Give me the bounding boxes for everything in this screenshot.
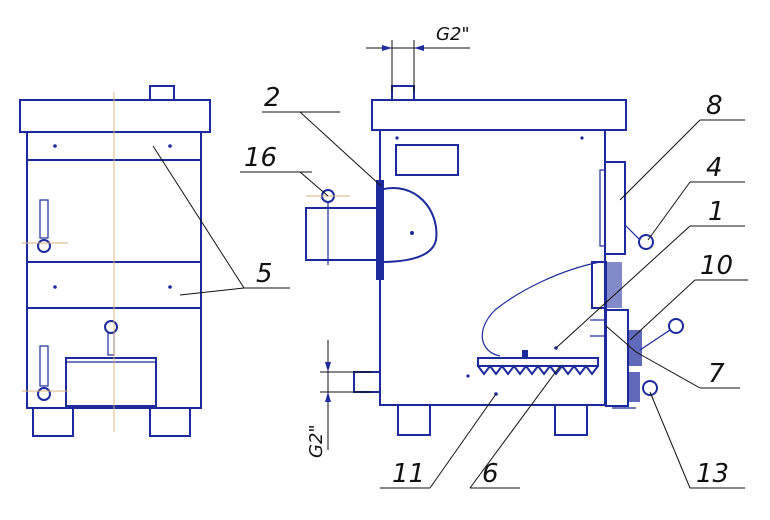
front-left-foot <box>32 407 74 437</box>
label-10: 10 <box>700 251 733 281</box>
side-dimension: G2" <box>306 340 372 458</box>
side-top-pipe <box>391 85 415 101</box>
front-upper-handle <box>37 199 51 253</box>
side-lower-door <box>590 309 684 409</box>
label-1: 1 <box>708 197 725 227</box>
label-7: 7 <box>708 359 725 389</box>
label-5: 5 <box>256 259 273 289</box>
side-bottom-pipe <box>353 371 381 393</box>
label-11: 11 <box>392 459 425 489</box>
label-8: 8 <box>706 91 723 121</box>
front-top-pipe <box>149 85 175 101</box>
side-insulation-block <box>591 261 607 309</box>
side-flue-pipe <box>305 180 438 280</box>
side-right-foot <box>554 404 588 436</box>
side-left-foot <box>397 404 431 436</box>
front-lid <box>19 99 211 133</box>
side-window <box>395 144 459 176</box>
label-13: 13 <box>696 459 729 489</box>
side-cutaway <box>481 261 601 357</box>
label-16: 16 <box>244 143 277 173</box>
front-view <box>19 85 211 437</box>
callout-leaders <box>152 111 748 489</box>
front-lower-handle <box>37 345 51 401</box>
front-drawer-knob <box>104 320 118 356</box>
label-6: 6 <box>482 459 499 489</box>
side-body <box>379 130 606 406</box>
side-lid <box>371 99 627 131</box>
side-dim-label: G2" <box>306 424 327 458</box>
side-view <box>305 85 684 436</box>
front-ash-drawer <box>65 357 157 407</box>
side-upper-door <box>599 161 654 255</box>
side-grate <box>477 350 599 376</box>
top-dim-label: G2" <box>436 24 470 45</box>
label-2: 2 <box>264 83 281 113</box>
front-right-foot <box>149 407 191 437</box>
top-dimension: G2" <box>366 24 470 92</box>
label-4: 4 <box>706 153 723 183</box>
